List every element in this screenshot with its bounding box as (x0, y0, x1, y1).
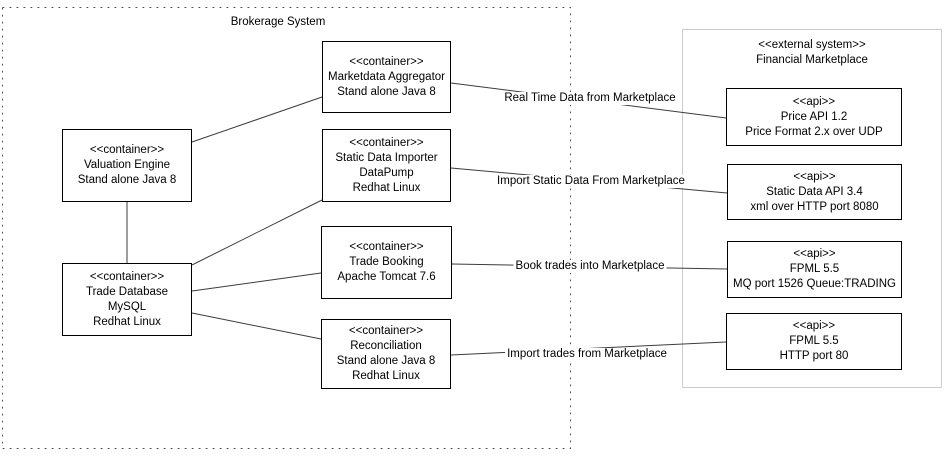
edge-tradedb-to-booking (191, 272, 322, 292)
node-stereotype: <<api>> (792, 320, 836, 332)
node-detail: HTTP port 80 (779, 350, 849, 362)
node-stereotype: <<api>> (793, 170, 836, 183)
node-stereotype: <<container>> (348, 325, 424, 337)
container-static-data-importer: <<container>> Static Data Importer DataP… (322, 129, 451, 202)
node-technology: Stand alone Java 8 (77, 174, 177, 186)
container-valuation-engine: <<container>> Valuation Engine Stand alo… (62, 129, 192, 202)
node-technology: Stand alone Java 8 (336, 355, 436, 367)
node-stereotype: <<container>> (349, 241, 424, 253)
node-technology: Stand alone Java 8 (337, 85, 436, 98)
node-platform: Redhat Linux (93, 315, 161, 328)
node-technology: DataPump (359, 166, 414, 179)
external-system-stereotype: <<external system>> (758, 39, 866, 51)
edge-tradedb-to-staticimporter (191, 199, 323, 266)
node-title: Reconciliation (350, 340, 422, 352)
node-technology: Apache Tomcat 7.6 (337, 271, 436, 283)
brokerage-system-boundary (2, 7, 571, 449)
node-detail: Price Format 2.x over UDP (745, 125, 883, 138)
node-platform: Redhat Linux (352, 181, 421, 194)
node-title: Static Data API 3.4 (766, 185, 863, 198)
edge-valuation-to-marketdata (191, 96, 323, 143)
node-stereotype: <<api>> (792, 95, 836, 108)
node-stereotype: <<container>> (349, 55, 424, 68)
node-title: Price API 1.2 (780, 110, 848, 123)
node-stereotype: <<container>> (349, 136, 424, 149)
node-title: FPML 5.5 (789, 335, 839, 347)
container-trade-database: <<container>> Trade Database MySQL Redha… (62, 263, 192, 336)
node-title: Trade Booking (349, 256, 424, 268)
edge-label-book-trades: Book trades into Marketplace (513, 260, 667, 273)
api-fpml-mq: <<api>> FPML 5.5 MQ port 1526 Queue:TRAD… (727, 241, 902, 298)
node-detail: xml over HTTP port 8080 (750, 200, 879, 213)
container-reconciliation: <<container>> Reconciliation Stand alone… (321, 319, 451, 389)
node-title: Trade Database (85, 285, 169, 298)
edge-tradedb-to-reconciliation (191, 312, 322, 340)
node-stereotype: <<container>> (89, 270, 165, 283)
container-trade-booking: <<container>> Trade Booking Apache Tomca… (321, 226, 452, 299)
node-title: Marketdata Aggregator (328, 70, 445, 83)
node-technology: MySQL (107, 300, 147, 313)
edge-label-import-static-data: Import Static Data From Marketplace (495, 175, 687, 188)
node-detail: MQ port 1526 Queue:TRADING (733, 278, 896, 290)
brokerage-system-title: Brokerage System (230, 16, 326, 28)
api-static-data: <<api>> Static Data API 3.4 xml over HTT… (727, 164, 902, 220)
edge-label-import-trades: Import trades from Marketplace (505, 348, 669, 361)
node-title: FPML 5.5 (789, 263, 840, 275)
node-title: Static Data Importer (335, 151, 438, 164)
node-platform: Redhat Linux (352, 370, 420, 382)
node-title: Valuation Engine (83, 159, 171, 171)
external-system-name: Financial Marketplace (756, 54, 868, 66)
node-stereotype: <<container>> (89, 144, 165, 156)
api-fpml-http: <<api>> FPML 5.5 HTTP port 80 (726, 313, 902, 370)
container-marketdata-aggregator: <<container>> Marketdata Aggregator Stan… (322, 41, 451, 113)
api-price: <<api>> Price API 1.2 Price Format 2.x o… (726, 88, 902, 146)
edge-label-real-time-data: Real Time Data from Marketplace (502, 92, 678, 105)
node-stereotype: <<api>> (793, 248, 836, 260)
